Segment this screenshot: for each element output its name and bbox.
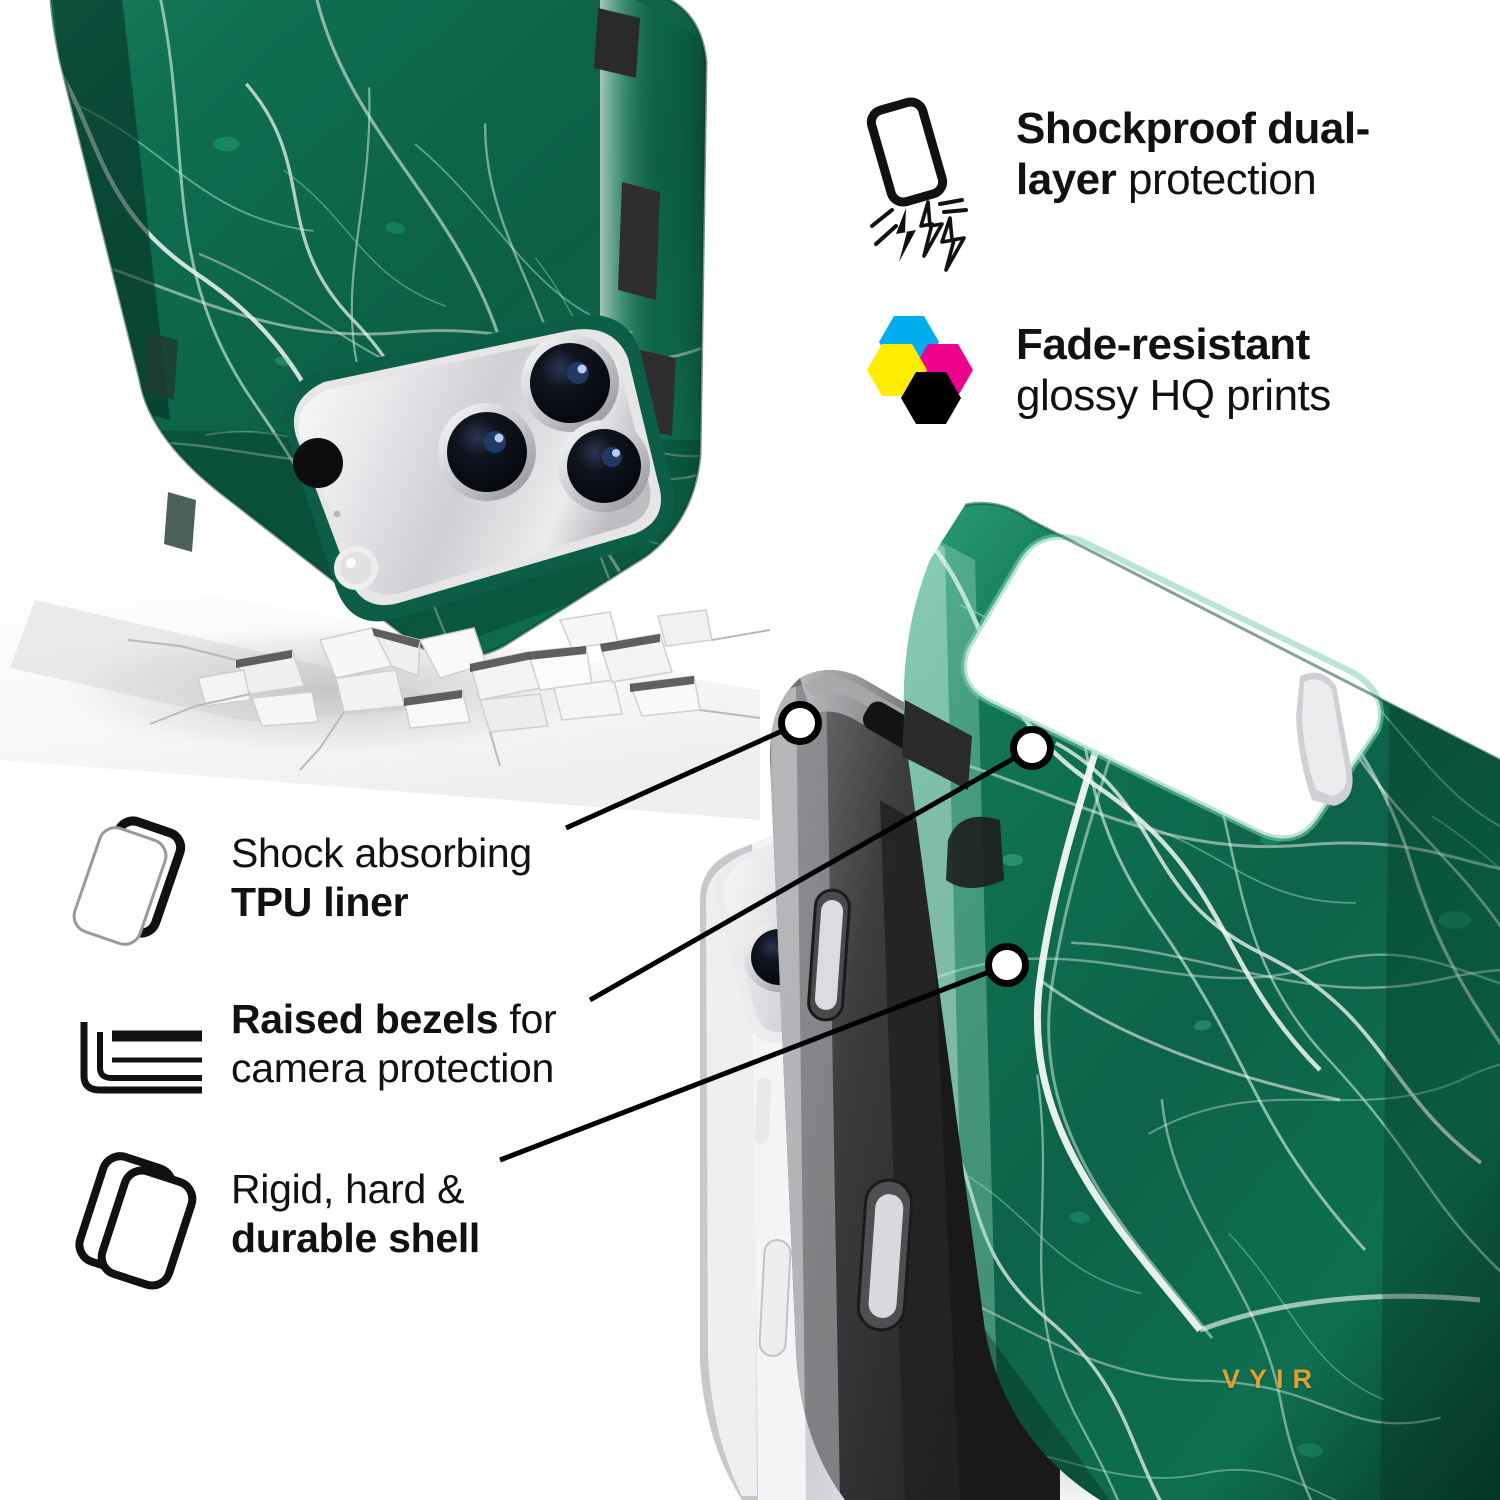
raised-bezel-profile-icon [74,994,209,1094]
feature-tpu-line1: Shock absorbing [231,829,532,876]
impact-burst-shape [870,198,968,272]
feature-shockproof-bold: Shockproof dual-layer [1016,104,1370,204]
leader-line-tpu [564,720,802,831]
durable-shell-callout-dot[interactable] [985,943,1029,987]
left-feature-list: Shock absorbing TPU liner Raised bezels … [67,811,654,1330]
hex-black [901,372,961,424]
feature-bezel-bold: Raised bezels [231,995,499,1042]
brand-logo: VYIR [1222,1364,1322,1394]
feature-durable-shell-text: Rigid, hard & durable shell [231,1165,654,1263]
cmyk-hexagons-icon [860,312,980,442]
feature-bezel-line1: Raised bezels for [231,995,654,1044]
feature-shell-line1: Rigid, hard & [231,1165,465,1212]
feature-bezel-line2: camera protection [231,1045,555,1091]
feature-shockproof: Shockproof dual-layer protection [860,93,1460,272]
phone-outline-shape [862,93,952,211]
tpu-liner-icon [67,811,209,951]
feature-shockproof-text: Shockproof dual-layer protection [1016,96,1460,205]
feature-tpu-line2: TPU liner [231,879,409,925]
feature-fade-resistant: Fade-resistant glossy HQ prints [860,312,1460,442]
raised-bezel-callout-dot[interactable] [1010,726,1054,770]
phone-impact-icon [860,93,980,272]
feature-fade-resistant-text: Fade-resistant glossy HQ prints [1016,312,1460,421]
feature-bezel-regular: for [498,995,557,1042]
feature-tpu-liner: Shock absorbing TPU liner [67,811,654,951]
leader-line-shell [499,962,1008,1163]
feature-shockproof-regular: protection [1116,154,1317,204]
feature-fade-regular: glossy HQ prints [1016,370,1331,420]
feature-raised-bezels: Raised bezels for camera protection [74,994,654,1094]
feature-durable-shell: Rigid, hard & durable shell [69,1146,654,1296]
feature-fade-bold: Fade-resistant [1016,320,1310,369]
feature-raised-bezels-text: Raised bezels for camera protection [231,995,654,1093]
dual-shell-layers-icon [69,1146,209,1296]
feature-shell-line2: durable shell [231,1215,481,1261]
tpu-inner-shape [67,821,173,951]
top-feature-list: Shockproof dual-layer protection Fade-re… [860,93,1460,488]
tpu-liner-callout-dot[interactable] [778,701,822,745]
feature-tpu-liner-text: Shock absorbing TPU liner [231,829,654,927]
leader-line-bezel [588,745,1034,1003]
